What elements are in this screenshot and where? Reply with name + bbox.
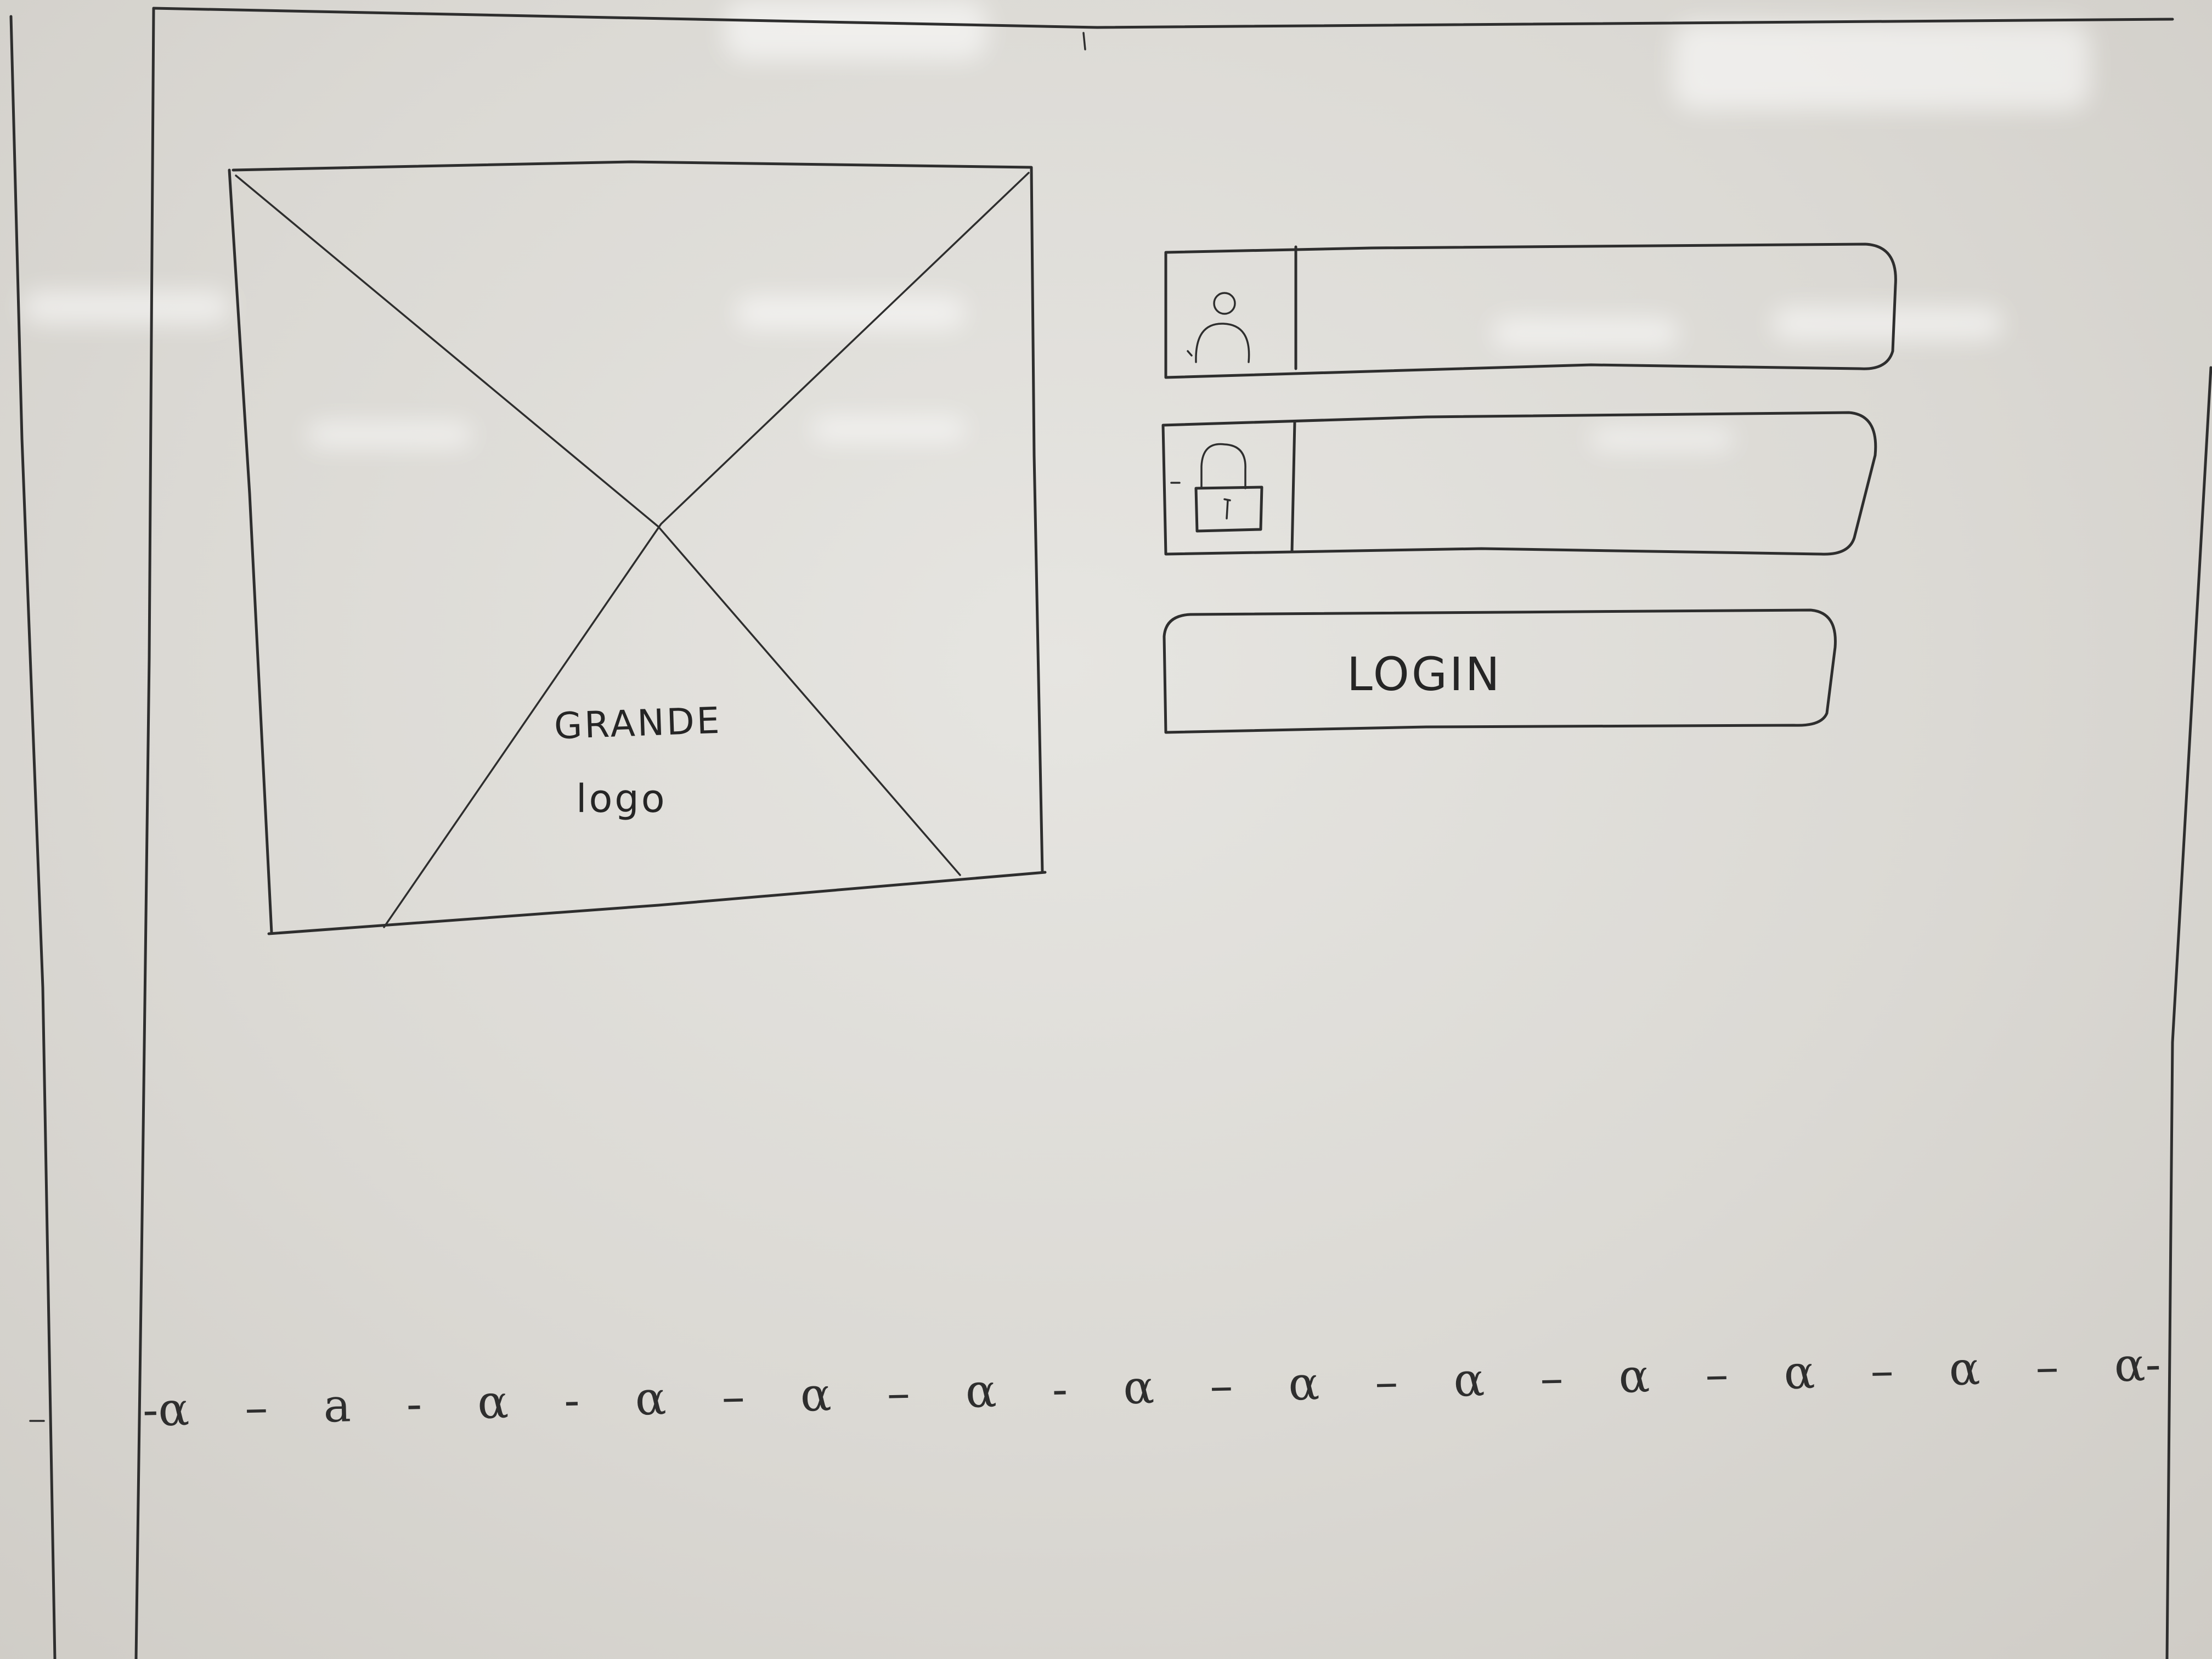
fold-marker-glyph: – [886, 1365, 911, 1420]
logo-placeholder-line1: GRANDE [553, 699, 723, 748]
fold-marker-glyph: – [1209, 1358, 1234, 1413]
fold-marker-glyph: α [1288, 1356, 1321, 1411]
fold-marker-glyph: a [323, 1378, 352, 1433]
glare [724, 0, 988, 60]
fold-marker-glyph: – [1374, 1355, 1399, 1409]
glare [1492, 318, 1679, 348]
password-field-divider [1290, 420, 1296, 553]
logo-box-bottom [267, 871, 1047, 935]
logo-box-diagonal-2 [383, 172, 1030, 928]
password-input[interactable] [1295, 417, 1876, 554]
fold-marker-glyph: - [1051, 1362, 1069, 1417]
fold-marker-glyph: α [1453, 1352, 1486, 1407]
glare [812, 417, 966, 442]
fold-marker-glyph: α [1122, 1360, 1155, 1415]
fold-marker-glyph: - [405, 1376, 423, 1431]
glare [1591, 428, 1734, 450]
fold-marker-glyph: α [1618, 1348, 1651, 1403]
screen-frame-right [2165, 366, 2212, 1659]
fold-marker-glyph: α [964, 1363, 997, 1418]
username-field-sketch [1164, 242, 1897, 379]
fold-marker-glyph: α [1783, 1345, 1816, 1400]
glare [307, 422, 472, 447]
glare [1673, 22, 2090, 110]
center-tick [1082, 32, 1086, 50]
fold-marker-glyph: α- [2113, 1337, 2162, 1392]
login-button-outline [1163, 608, 1837, 734]
fold-marker-glyph: α [634, 1371, 667, 1426]
logo-placeholder [228, 160, 1047, 935]
logo-placeholder-line2: logo [576, 776, 667, 821]
password-field-sketch [1161, 411, 1877, 556]
lock-icon [1170, 443, 1263, 533]
login-button-label: LOGIN [1347, 647, 1502, 701]
glare [735, 296, 966, 329]
fold-marker-glyph: -α [142, 1382, 190, 1437]
user-icon [1187, 292, 1250, 363]
fold-marker-glyph: – [2035, 1339, 2059, 1394]
fold-marker-glyph: – [244, 1380, 269, 1435]
glare [22, 291, 230, 324]
screen-frame-left [134, 7, 155, 1659]
logo-box-diagonal-1 [235, 174, 961, 876]
fold-marker-glyph: – [721, 1369, 746, 1424]
fold-marker-glyph: α [1948, 1341, 1981, 1396]
glare [1772, 307, 2002, 340]
logo-box-left [228, 168, 273, 934]
logo-box-top-right [232, 160, 1044, 874]
fold-marker-glyph: – [1705, 1347, 1729, 1402]
fold-marker-glyph: α [477, 1374, 510, 1430]
fold-marker-glyph: α [799, 1367, 832, 1422]
board-left-edge [9, 15, 57, 1659]
username-input[interactable] [1300, 247, 1893, 370]
screen-frame-top [152, 7, 2174, 29]
fold-marker-glyph: - [563, 1373, 580, 1427]
fold-marker-glyph: – [1870, 1343, 1894, 1398]
fold-marker-glyph: – [1539, 1351, 1564, 1406]
username-field-outline [1164, 242, 1897, 379]
password-field-outline [1161, 411, 1877, 556]
